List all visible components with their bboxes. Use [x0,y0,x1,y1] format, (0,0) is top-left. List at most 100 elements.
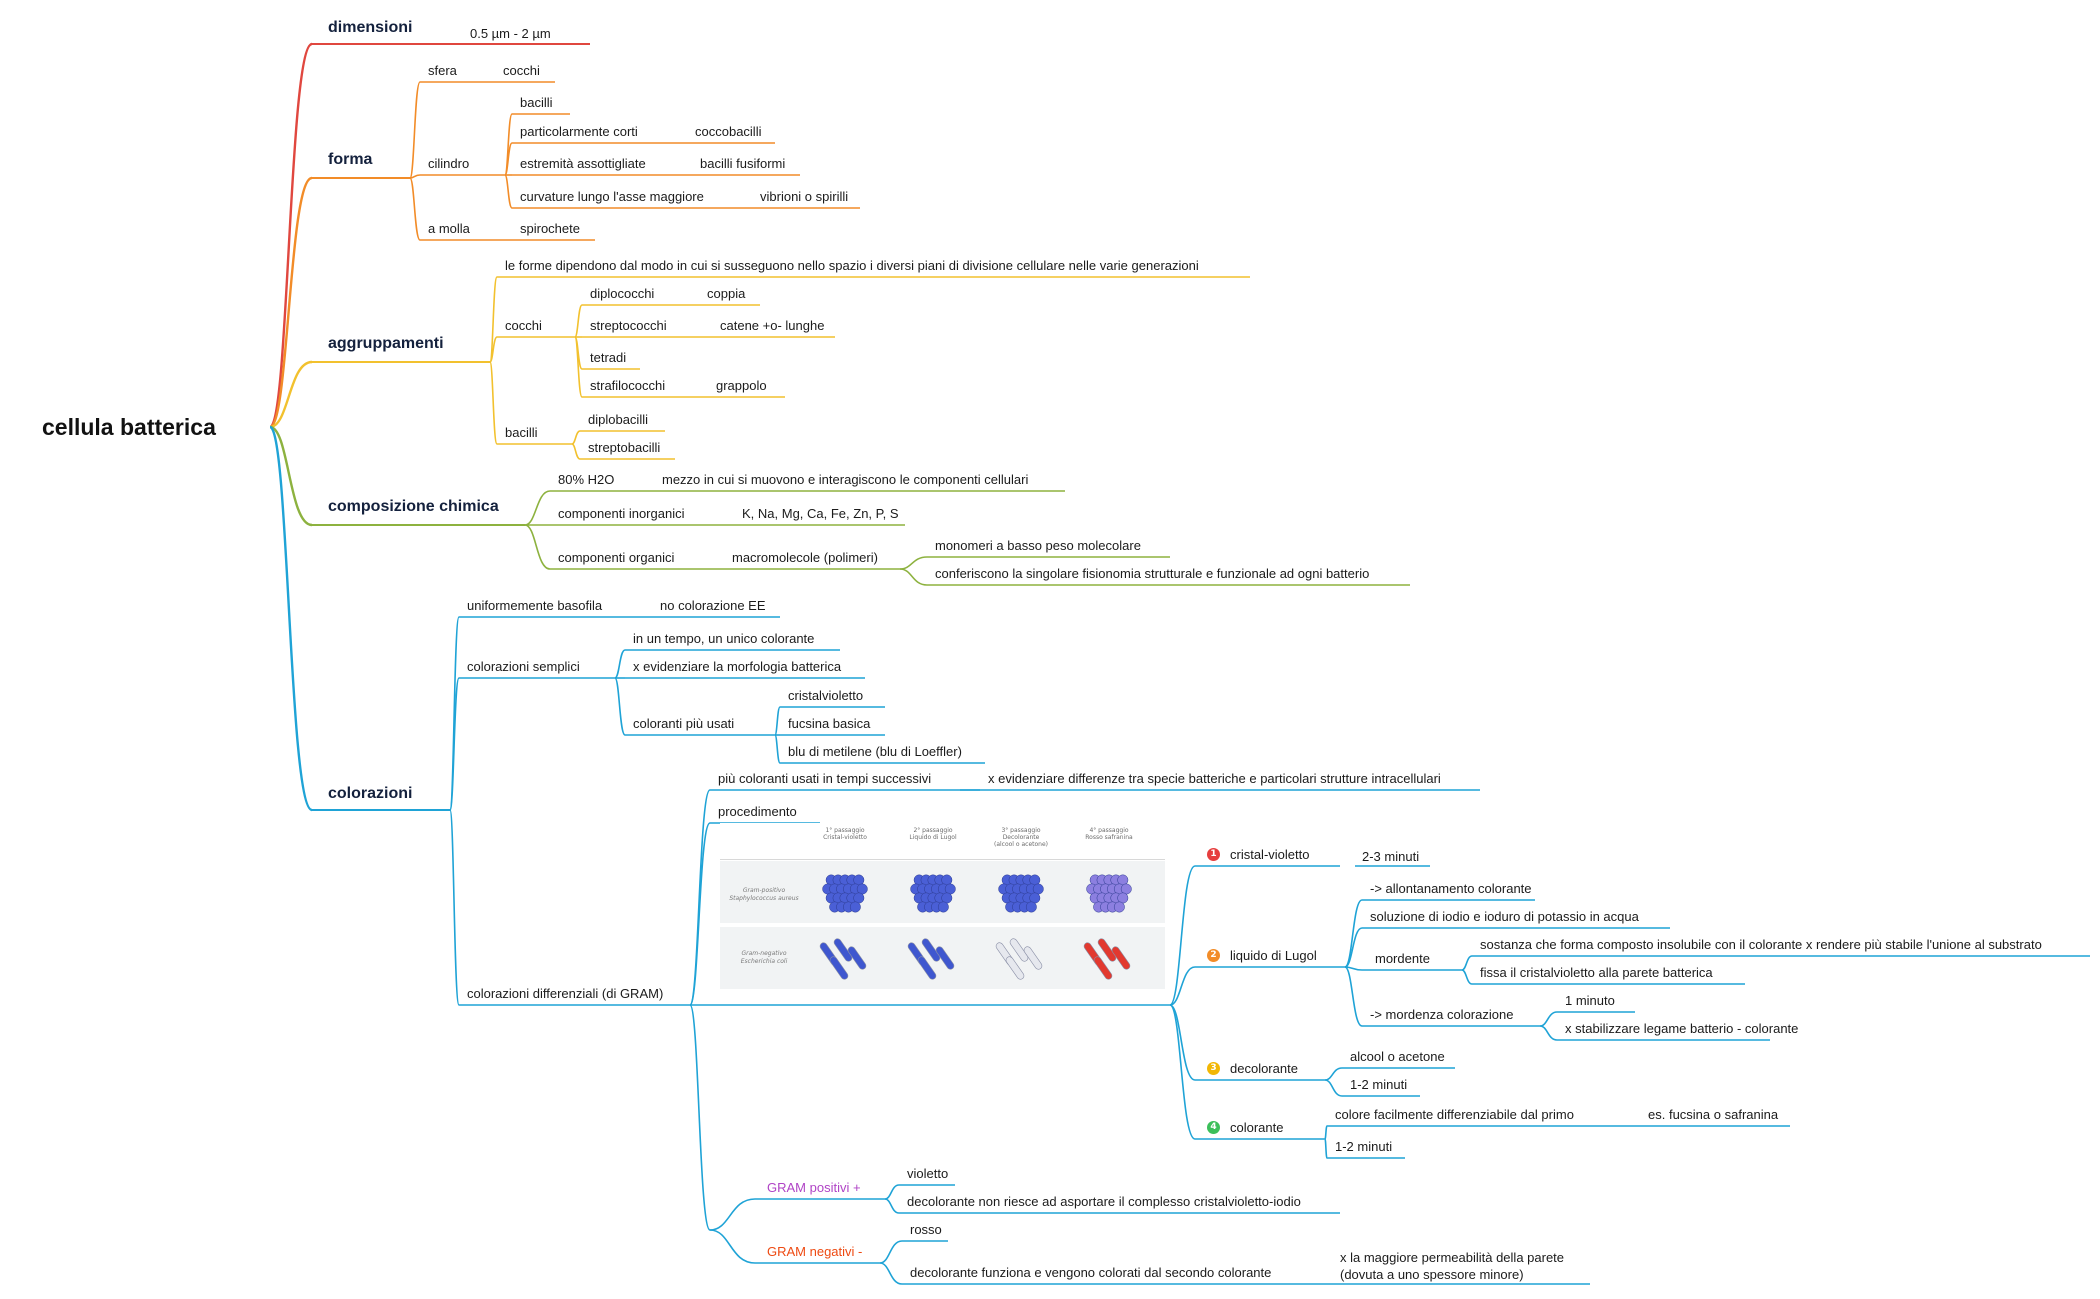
node-curvature[interactable]: curvature lungo l'asse maggiore [520,189,704,204]
node-cristalvioletto[interactable]: cristalvioletto [788,688,864,703]
node-fissa[interactable]: fissa il cristalvioletto alla parete bat… [1480,965,1713,980]
node-uniformemente-basofila[interactable]: uniformemente basofila [467,598,603,613]
node-h2o[interactable]: 80% H2O [558,472,615,487]
node-funziona[interactable]: decolorante funziona e vengono colorati … [910,1265,1272,1280]
coccus-cluster [1086,874,1132,913]
node-diplococchi[interactable]: diplococchi [590,286,655,301]
node-estremita-assottigliate[interactable]: estremità assottigliate [520,156,646,171]
node-step-decolorante[interactable]: decolorante [1230,1061,1298,1076]
node-conferiscono[interactable]: conferiscono la singolare fisionomia str… [935,566,1370,581]
node-vibrioni[interactable]: vibrioni o spirilli [760,189,849,204]
topic-composizione-chimica[interactable]: composizione chimica [328,498,499,515]
node-piu-coloranti[interactable]: più coloranti usati in tempi successivi [718,771,932,786]
node-componenti-inorganici[interactable]: componenti inorganici [558,506,685,521]
node-coppia[interactable]: coppia [707,286,746,301]
node-rosso[interactable]: rosso [910,1222,942,1237]
node-non-riesce[interactable]: decolorante non riesce ad asportare il c… [907,1194,1301,1209]
node-elementi[interactable]: K, Na, Mg, Ca, Fe, Zn, P, S [742,506,899,521]
connector-curve [689,822,711,1006]
root-topic[interactable]: cellula batterica [42,414,216,440]
step-2-badge: 2 [1207,949,1220,962]
figure-column-4-reagent: Rosso safranina [1085,834,1133,841]
bacillus-group [819,938,867,980]
node-streptobacilli[interactable]: streptobacilli [588,440,661,455]
node-coccobacilli[interactable]: coccobacilli [695,124,762,139]
node-bacilli[interactable]: bacilli [520,95,553,110]
connector-curve [1169,1004,1196,1081]
node-step4-time[interactable]: 1-2 minuti [1335,1139,1393,1154]
node-procedimento[interactable]: procedimento [718,804,797,819]
figure-row-positive-species: Staphylococcus aureus [729,895,799,902]
connector-curve [1539,1011,1558,1027]
node-step-liquido-lugol[interactable]: liquido di Lugol [1230,948,1317,963]
node-componenti-organici[interactable]: componenti organici [558,550,675,565]
topic-dimensioni[interactable]: dimensioni [328,19,413,36]
node-blu-metilene[interactable]: blu di metilene (blu di Loeffler) [788,744,962,759]
topic-aggruppamenti[interactable]: aggruppamenti [328,335,444,352]
connector-curve [574,336,583,398]
connector-curve [774,706,781,736]
node-step1-time[interactable]: 2-3 minuti [1362,849,1420,864]
node-macromolecole[interactable]: macromolecole (polimeri) [732,550,878,565]
connector-curve [1324,1138,1328,1159]
node-streptococchi[interactable]: streptococchi [590,318,667,333]
node-bacilli-fusiformi[interactable]: bacilli fusiformi [700,156,786,171]
node-spirochete[interactable]: spirochete [520,221,580,236]
node-colorazioni-semplici[interactable]: colorazioni semplici [467,659,580,674]
node-fucsina-basica[interactable]: fucsina basica [788,716,871,731]
node-coloranti-usati[interactable]: coloranti più usati [633,716,735,731]
topic-colorazioni[interactable]: colorazioni [328,785,413,802]
node-nota-piani-divisione[interactable]: le forme dipendono dal modo in cui si su… [505,258,1199,273]
node-allontanamento[interactable]: -> allontanamento colorante [1370,881,1532,896]
step-1-badge: 1 [1207,848,1220,861]
node-sfera[interactable]: sfera [428,63,457,78]
node-step3-time[interactable]: 1-2 minuti [1350,1077,1408,1092]
node-step-colorante[interactable]: colorante [1230,1120,1284,1135]
connector-curve [489,361,498,445]
node-stabilizzare[interactable]: x stabilizzare legame batterio - coloran… [1565,1021,1799,1036]
node-particolarmente-corti[interactable]: particolarmente corti [520,124,638,139]
node-mordente[interactable]: mordente [1375,951,1430,966]
node-violetto[interactable]: violetto [907,1166,949,1181]
figure-header-rule [720,859,1165,860]
node-soluzione[interactable]: soluzione di iodio e ioduro di potassio … [1370,909,1639,924]
node-un-tempo[interactable]: in un tempo, un unico colorante [633,631,815,646]
coccus-cluster [910,874,956,913]
connector-curve [268,42,314,429]
connector-curve [1169,1004,1196,1140]
node-differenziabile[interactable]: colore facilmente differenziabile dal pr… [1335,1107,1574,1122]
node-diplobacilli[interactable]: diplobacilli [588,412,648,427]
node-un-minuto[interactable]: 1 minuto [1565,993,1615,1008]
node-mordenza[interactable]: -> mordenza colorazione [1370,1007,1514,1022]
node-grappolo[interactable]: grappolo [716,378,767,393]
node-gram-negativi[interactable]: GRAM negativi - [767,1244,863,1259]
figure-column-2-reagent: Liquido di Lugol [909,834,957,841]
node-catene[interactable]: catene +o- lunghe [720,318,825,333]
node-no-colorazione-ee[interactable]: no colorazione EE [660,598,766,613]
node-cilindro[interactable]: cilindro [428,156,470,171]
node-sostanza[interactable]: sostanza che forma composto insolubile c… [1480,937,2042,952]
node-strafilococchi[interactable]: strafilococchi [590,378,666,393]
node-step-cristal-violetto[interactable]: cristal-violetto [1230,847,1310,862]
node-dimensione-valore[interactable]: 0.5 µm - 2 µm [470,26,551,41]
node-a-molla[interactable]: a molla [428,221,470,236]
connector-curve [504,142,513,176]
node-alcool-acetone[interactable]: alcool o acetone [1350,1049,1445,1064]
node-agg-cocchi[interactable]: cocchi [505,318,542,333]
connector-curve [614,677,626,736]
node-colorazioni-differenziali[interactable]: colorazioni differenziali (di GRAM) [467,986,664,1001]
connector-curve [1344,899,1363,968]
connector-curve [1539,1025,1558,1041]
topic-forma[interactable]: forma [328,151,373,168]
node-permeabilita[interactable]: x la maggiore permeabilità della parete … [1340,1250,1565,1282]
node-agg-bacilli[interactable]: bacilli [505,425,538,440]
node-mezzo[interactable]: mezzo in cui si muovono e interagiscono … [662,472,1029,487]
connector-curve [449,677,460,811]
node-fucsina-safranina[interactable]: es. fucsina o safranina [1648,1107,1779,1122]
node-differenze[interactable]: x evidenziare differenze tra specie batt… [988,771,1441,786]
node-gram-positivi[interactable]: GRAM positivi + [767,1180,861,1195]
node-cocchi[interactable]: cocchi [503,63,540,78]
node-tetradi[interactable]: tetradi [590,350,627,365]
node-monomeri[interactable]: monomeri a basso peso molecolare [935,538,1141,553]
node-morfologia[interactable]: x evidenziare la morfologia batterica [633,659,842,674]
